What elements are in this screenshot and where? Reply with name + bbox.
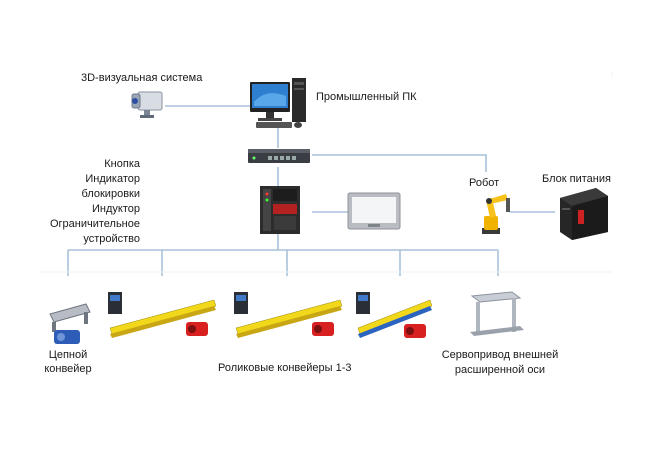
roller-conveyor-2-icon: [234, 292, 343, 338]
industrial-pc-label: Промышленный ПК: [316, 91, 417, 103]
io-limit-label: Ограничительное: [49, 218, 140, 230]
vision-system-label: 3D-визуальная система: [81, 72, 203, 84]
roller-conveyors-label: Роликовые конвейеры 1-3: [218, 362, 352, 374]
servo-axis-label-line2: расширенной оси: [454, 364, 546, 376]
io-button-label: Кнопка: [104, 158, 140, 170]
chain-conveyor-label-line2: конвейер: [44, 363, 92, 375]
servo-axis-label: Сервопривод внешней расширенной оси: [430, 348, 570, 378]
robot-label: Робот: [469, 177, 500, 189]
roller-conveyor-3-icon: [356, 292, 433, 338]
servo-gantry-icon: [470, 291, 524, 336]
power-supply-icon: [560, 188, 608, 240]
connection-lines: [40, 72, 613, 276]
industrial-pc-icon: [250, 78, 306, 128]
hmi-panel-icon: [347, 192, 401, 230]
io-indicator-label: Индикатор: [85, 173, 140, 185]
plc-controller-icon: [260, 186, 300, 234]
roller-conveyor-1-icon: [108, 292, 217, 338]
chain-conveyor-label-line1: Цепной: [48, 349, 88, 361]
power-supply-label: Блок питания: [542, 173, 611, 185]
io-lock-label: блокировки: [81, 188, 140, 200]
robot-icon: [482, 194, 510, 234]
io-device-label: устройство: [83, 233, 140, 245]
io-inductor-label: Индуктор: [92, 203, 140, 215]
chain-conveyor-label: Цепной конвейер: [40, 348, 96, 376]
camera-icon: [131, 91, 163, 118]
network-switch-icon: [248, 149, 310, 163]
io-devices-label: Кнопка Индикатор блокировки Индуктор Огр…: [48, 157, 140, 247]
servo-axis-label-line1: Сервопривод внешней: [441, 349, 559, 361]
chain-conveyor-icon: [49, 303, 91, 344]
